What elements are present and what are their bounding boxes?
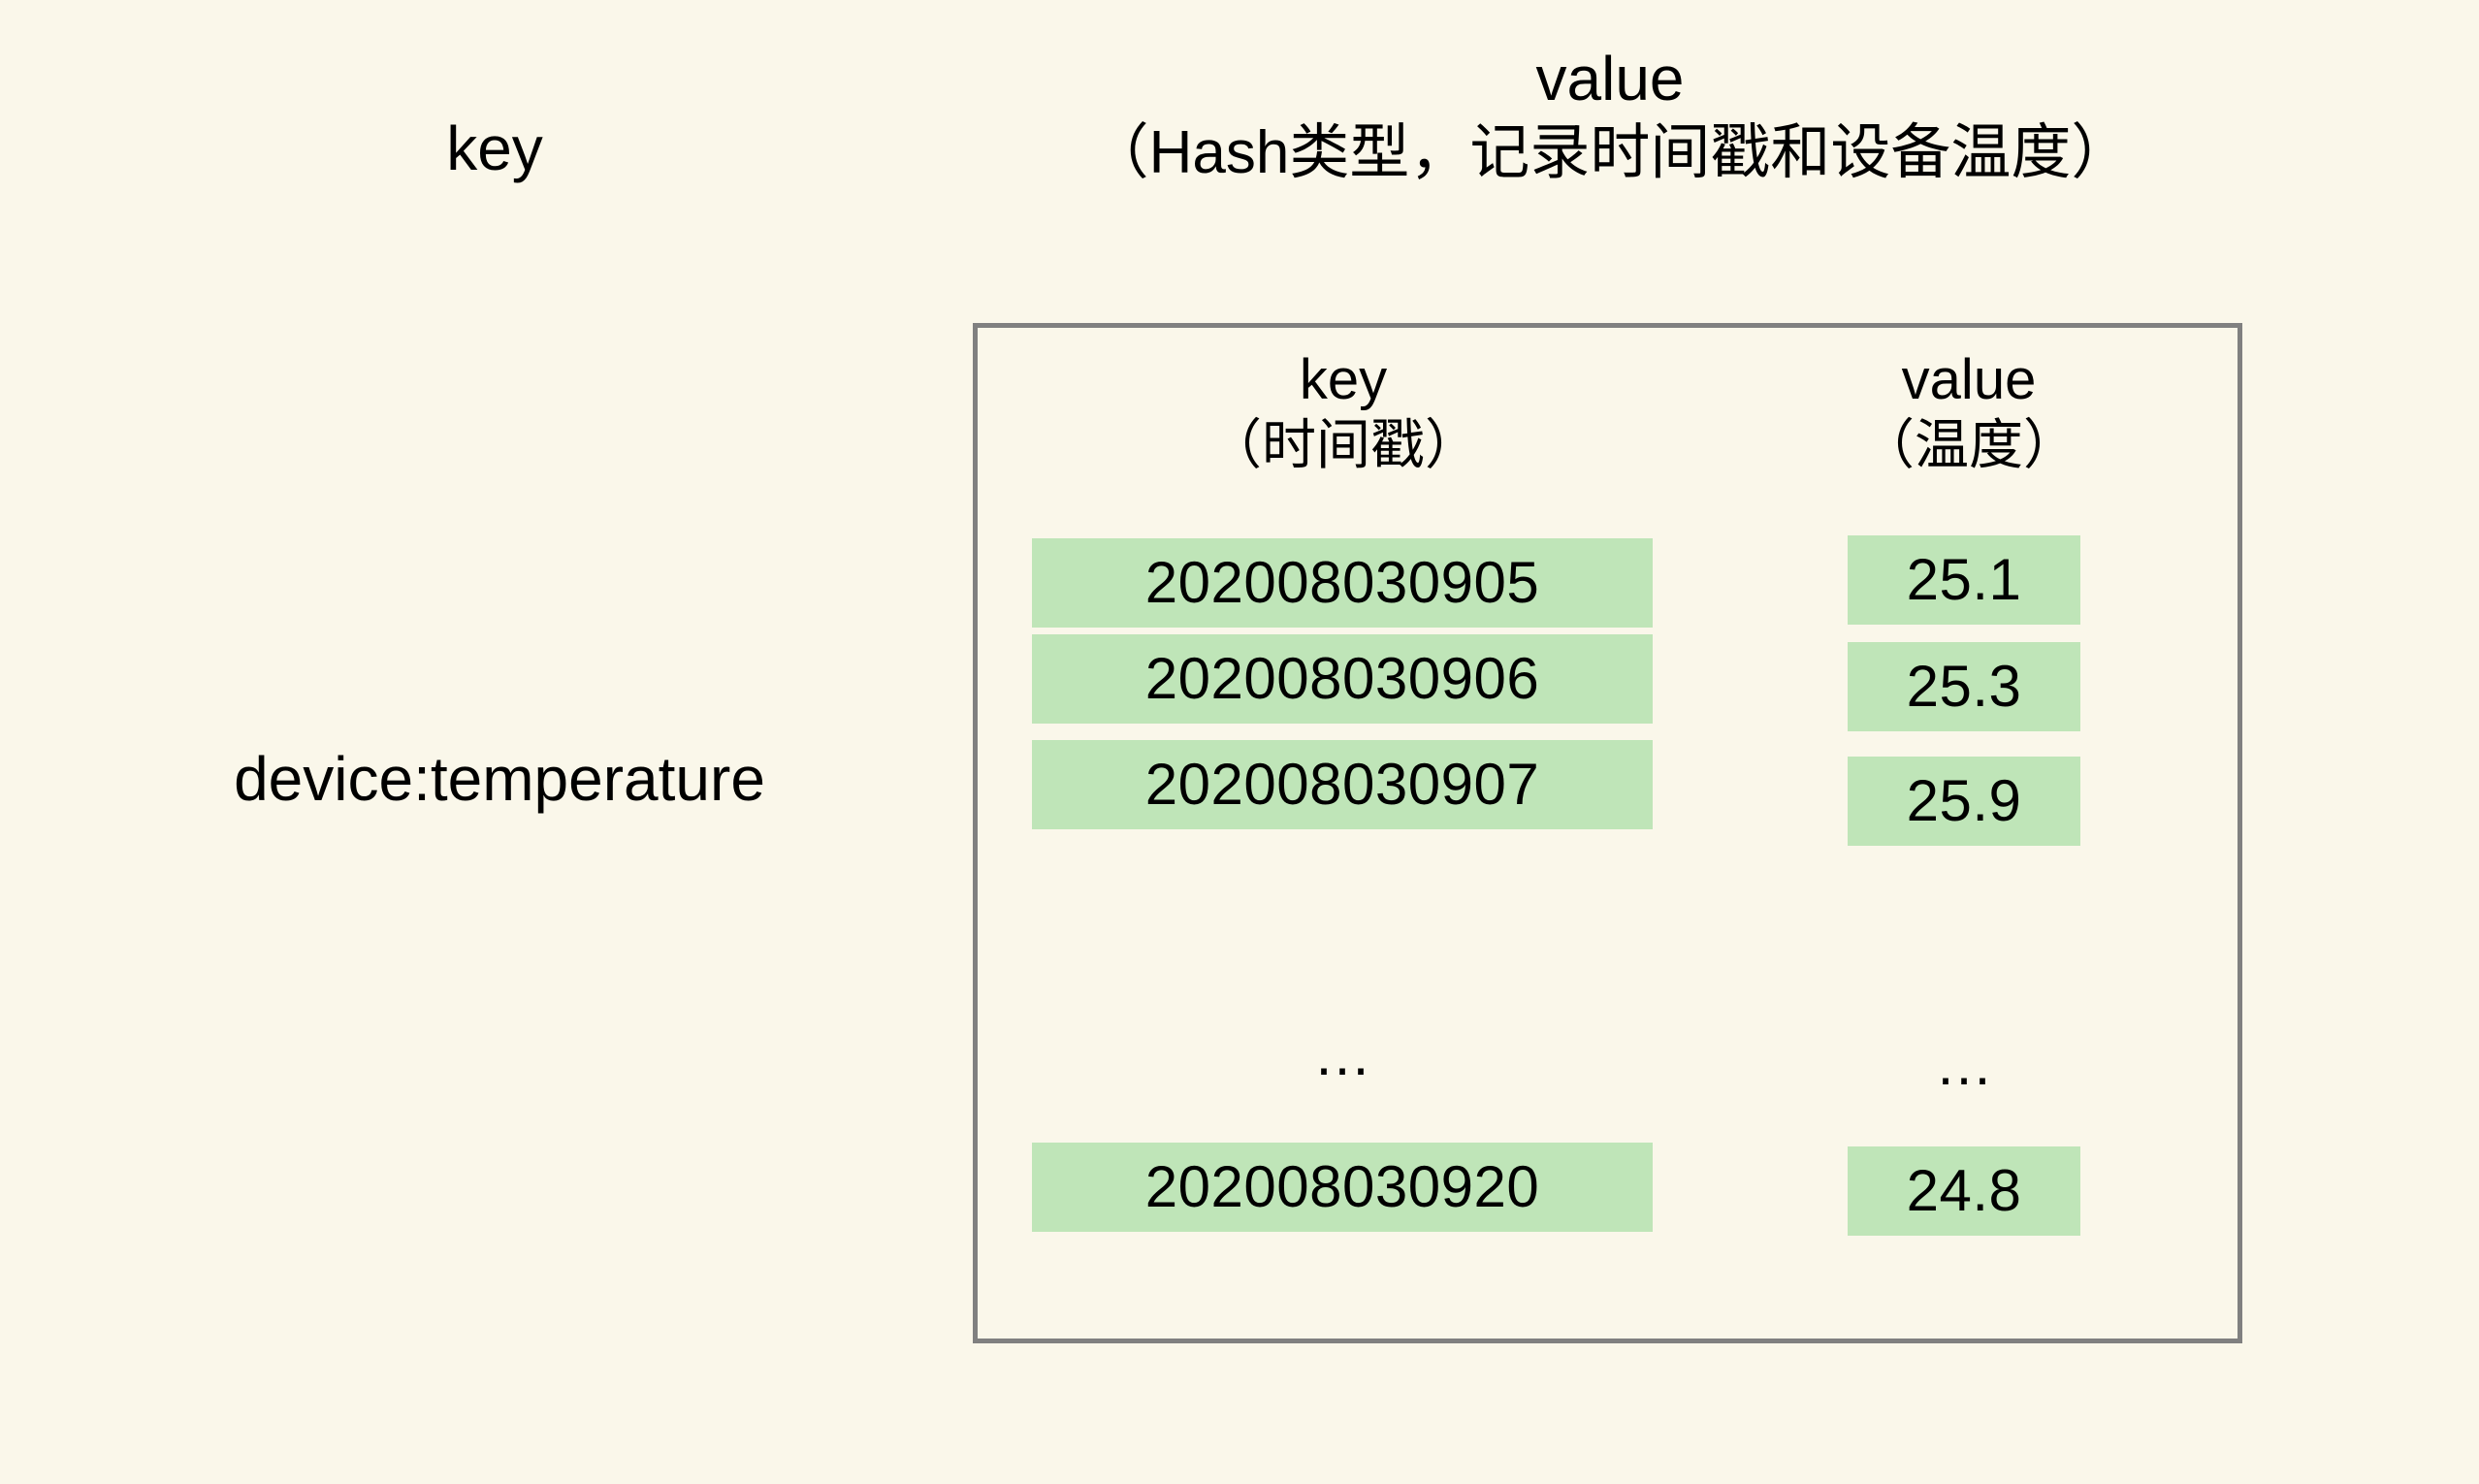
table-row-key-cell: 202008030905 <box>1032 538 1653 628</box>
column-header-key-line1: key <box>1299 348 1388 411</box>
table-row-value-cell: 24.8 <box>1848 1146 2080 1236</box>
table-row-value-cell: 25.1 <box>1848 535 2080 625</box>
table-row-key-cell: 202008030907 <box>1032 740 1653 829</box>
key-column-ellipsis: … <box>1313 1022 1371 1087</box>
value-title: value （Hash类型，记录时间戳和设备温度） <box>980 44 2240 190</box>
value-title-line2: （Hash类型，记录时间戳和设备温度） <box>1088 118 2132 186</box>
value-column-ellipsis: … <box>1935 1032 1993 1097</box>
table-row-value-cell: 25.3 <box>1848 642 2080 731</box>
column-header-value: value （温度） <box>1804 347 2134 478</box>
column-header-key-line2: （时间戳） <box>1207 414 1479 476</box>
outer-key-value: device:temperature <box>234 744 765 814</box>
table-row-key-cell: 202008030920 <box>1032 1143 1653 1232</box>
table-row-value-cell: 25.9 <box>1848 757 2080 846</box>
column-header-value-line2: （温度） <box>1860 414 2077 476</box>
column-header-value-line1: value <box>1901 348 2037 411</box>
table-row-key-cell: 202008030906 <box>1032 634 1653 724</box>
outer-key-heading: key <box>446 113 543 183</box>
column-header-key: key （时间戳） <box>1023 347 1663 478</box>
value-title-line1: value <box>1535 44 1685 113</box>
